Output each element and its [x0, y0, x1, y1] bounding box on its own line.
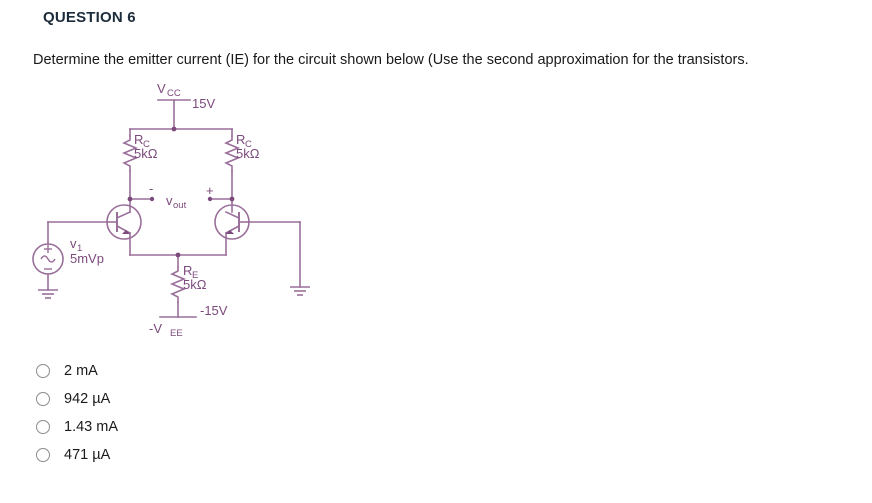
rc-left-label-sub: C: [143, 139, 150, 150]
junction-dot-vout-left: [127, 196, 133, 202]
vout-terminal-minus-dot: [149, 196, 155, 202]
option-label: 2 mA: [64, 362, 98, 379]
circuit-diagram: V CC 15V R C 5kΩ R C 5kΩ - + v out v 1 5…: [0, 72, 340, 352]
ground-symbol-right: [290, 286, 310, 296]
vout-label-sub: out: [173, 200, 187, 211]
radio-button-icon[interactable]: [36, 364, 50, 378]
option-row-0[interactable]: 2 mA: [36, 358, 336, 384]
junction-dot-top-rail: [171, 126, 177, 132]
re-resistor: [169, 266, 187, 303]
page-title: QUESTION 6: [43, 9, 136, 26]
rc-right-label-sub: C: [245, 139, 252, 150]
vout-label: v: [166, 193, 173, 208]
option-row-1[interactable]: 942 µA: [36, 386, 336, 412]
re-value: 5kΩ: [183, 277, 207, 292]
rc-left-resistor: [121, 135, 139, 172]
rc-left-label: R: [134, 132, 143, 147]
left-transistor-collector-slant: [115, 210, 132, 220]
option-row-3[interactable]: 471 µA: [36, 442, 336, 468]
vout-plus-sign: +: [206, 183, 214, 198]
vout-minus-sign: -: [149, 181, 153, 196]
right-transistor-collector-slant: [224, 210, 241, 220]
rc-right-resistor: [223, 135, 241, 172]
vcc-label-sub: CC: [167, 88, 181, 99]
answer-options: 2 mA 942 µA 1.43 mA 471 µA: [36, 358, 336, 470]
junction-dot-emitter-rail: [175, 252, 181, 258]
ground-symbol-left: [38, 289, 58, 299]
source-value: 5mVp: [70, 251, 104, 266]
vcc-value: 15V: [192, 96, 215, 111]
rc-right-value: 5kΩ: [236, 146, 260, 161]
option-label: 1.43 mA: [64, 418, 118, 435]
radio-button-icon[interactable]: [36, 420, 50, 434]
vee-label-sub: EE: [170, 328, 183, 339]
source-label: v: [70, 236, 77, 251]
option-row-2[interactable]: 1.43 mA: [36, 414, 336, 440]
re-label-sub: E: [192, 270, 198, 281]
radio-button-icon[interactable]: [36, 448, 50, 462]
re-label: R: [183, 263, 192, 278]
ac-sine-icon: [40, 255, 56, 263]
vee-label: -V: [149, 321, 162, 336]
right-emitter-arrow: [226, 230, 234, 234]
rc-left-value: 5kΩ: [134, 146, 158, 161]
right-transistor-emitter-slant: [224, 224, 241, 235]
source-label-sub: 1: [77, 243, 82, 254]
left-emitter-arrow: [122, 230, 130, 234]
junction-dot-vout-right: [229, 196, 235, 202]
option-label: 471 µA: [64, 446, 111, 463]
vcc-label: V: [157, 81, 166, 96]
question-prompt: Determine the emitter current (IE) for t…: [33, 52, 749, 68]
vee-value: -15V: [200, 303, 228, 318]
radio-button-icon[interactable]: [36, 392, 50, 406]
rc-right-label: R: [236, 132, 245, 147]
left-transistor-emitter-slant: [115, 224, 132, 235]
vout-terminal-plus-dot: [207, 196, 213, 202]
option-label: 942 µA: [64, 390, 111, 407]
